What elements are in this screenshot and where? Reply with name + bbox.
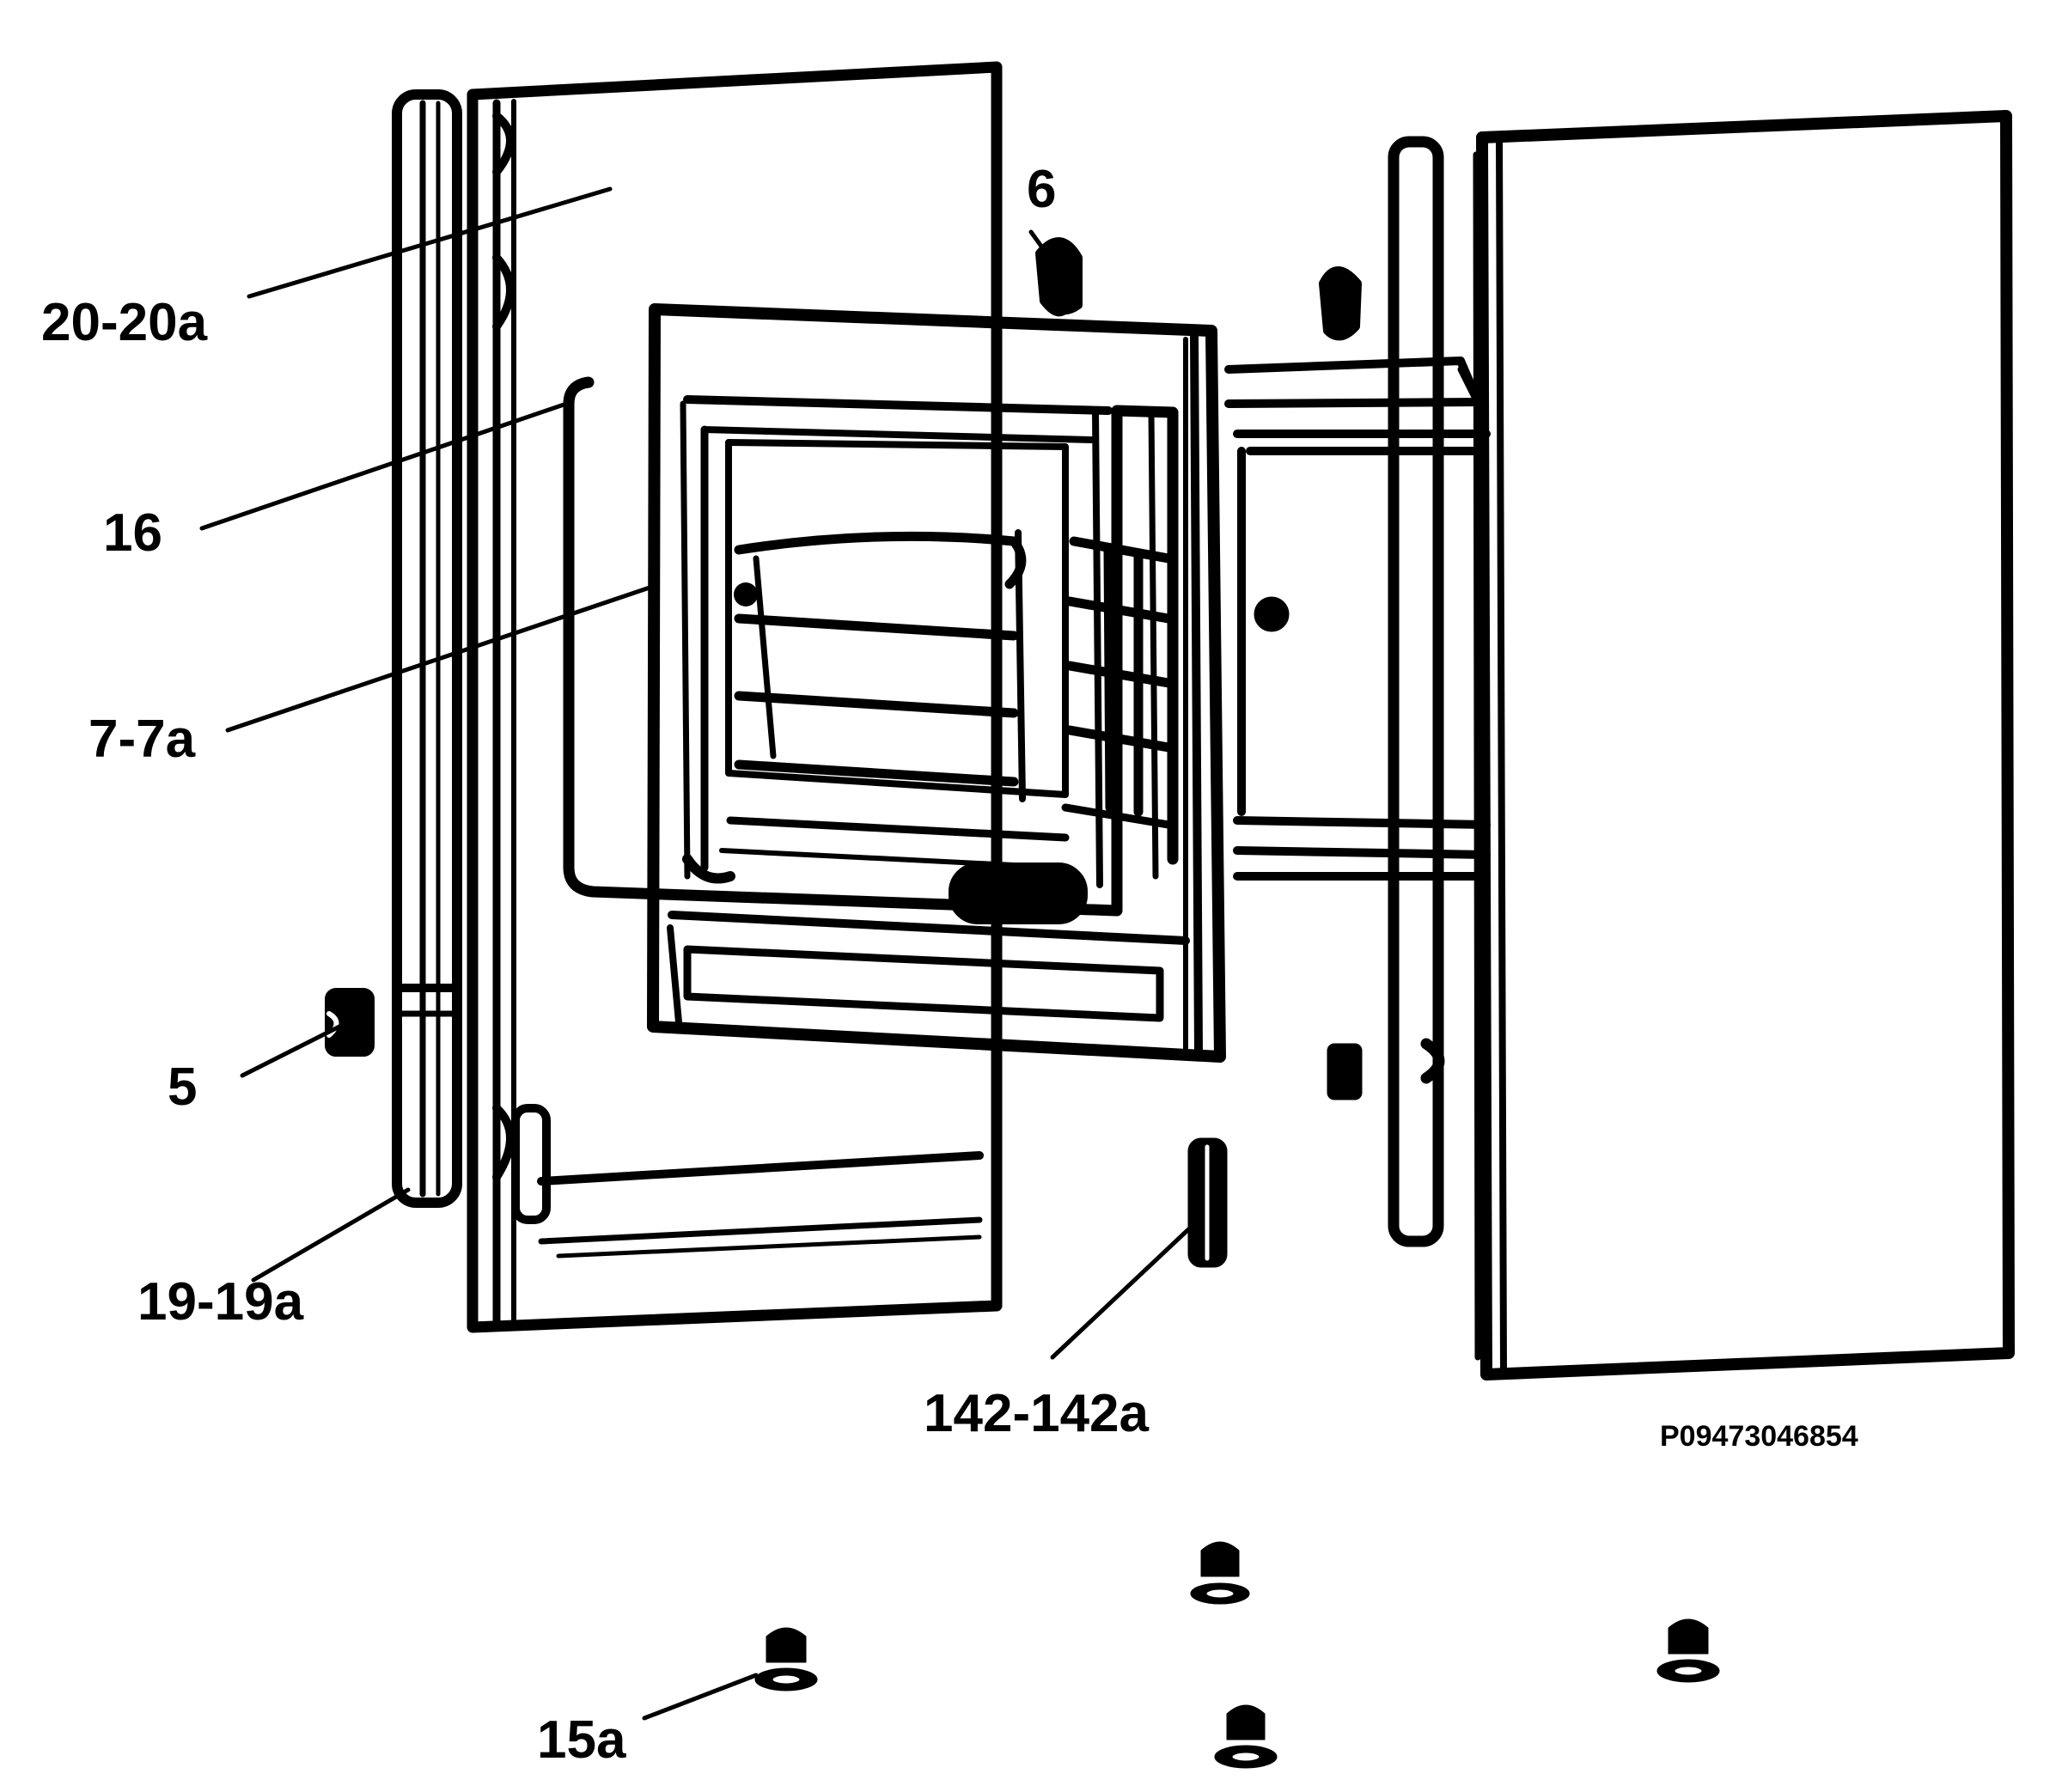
clip-right — [1319, 266, 1362, 341]
leader-19-19a — [251, 1187, 411, 1283]
label-16: 16 — [103, 503, 162, 563]
lower-hinge-slot — [492, 1104, 551, 1224]
frame-grid — [1061, 536, 1174, 829]
label-142-142a: 142-142a — [924, 1384, 1150, 1443]
label-5: 5 — [168, 1058, 198, 1117]
screw-1 — [1190, 1541, 1250, 1605]
hinge-block-right — [1327, 1043, 1363, 1100]
screw-2 — [754, 1627, 818, 1691]
leader-142-142a — [1050, 1217, 1201, 1360]
inner-door-frame — [647, 303, 1226, 1063]
door-seal-strip — [392, 89, 462, 1208]
leader-15a — [642, 1673, 759, 1721]
leader-lines — [199, 186, 1201, 1721]
leader-6 — [1028, 229, 1049, 256]
hinge-piece-part-142 — [1187, 1137, 1228, 1268]
screw-3 — [1656, 1618, 1720, 1683]
drawing-code: P09473046854 — [1660, 1420, 1858, 1453]
label-19-19a: 19-19a — [137, 1272, 304, 1332]
leader-16 — [199, 399, 574, 531]
glass-frame — [563, 376, 1179, 917]
side-knob — [1254, 596, 1290, 632]
glass-pane — [719, 439, 1070, 870]
right-trim-strip — [1388, 136, 1445, 1247]
outer-panel-bottom-strip — [537, 1151, 984, 1259]
label-15a: 15a — [537, 1710, 626, 1770]
label-7-7a: 7-7a — [88, 710, 196, 769]
label-20-20a: 20-20a — [41, 293, 208, 352]
right-glass-panel — [1473, 110, 2015, 1381]
screw-4 — [1214, 1704, 1278, 1769]
hinge-block-part-5 — [325, 988, 375, 1057]
leader-5 — [240, 1024, 342, 1078]
leader-20-20a — [247, 186, 613, 299]
frame-lock-detail — [682, 854, 1088, 924]
upper-hinge-slot — [492, 112, 515, 331]
label-6: 6 — [1027, 160, 1057, 219]
clip-part-6 — [1035, 237, 1083, 317]
leader-7-7a — [225, 583, 657, 733]
